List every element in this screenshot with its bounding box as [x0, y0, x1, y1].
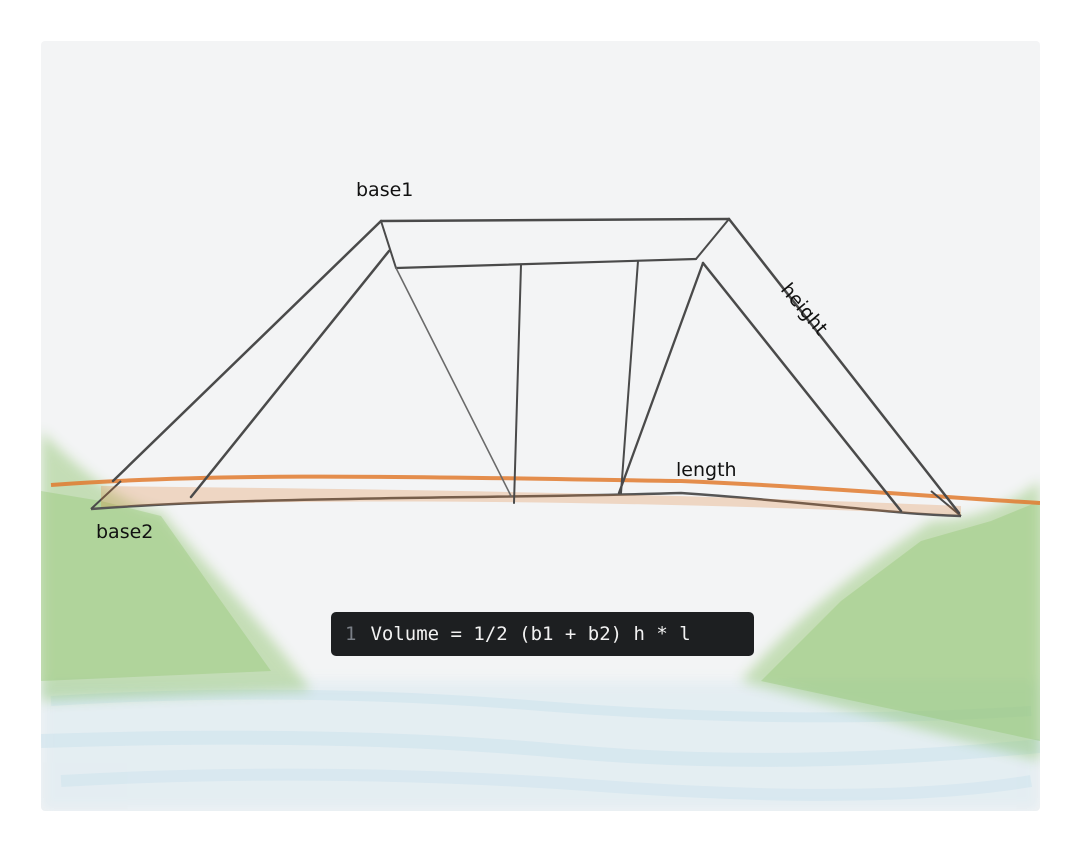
drawing-paper: base1 height length base2 1 Volume = 1/2…: [41, 41, 1040, 811]
base1-label: base1: [356, 179, 414, 201]
grass-right: [741, 481, 1040, 761]
bridge-truss: [111, 217, 961, 515]
base2-label: base2: [96, 521, 154, 543]
code-line: Volume = 1/2 (b1 + b2) h * l: [370, 623, 691, 645]
line-number: 1: [345, 623, 357, 645]
code-block: 1 Volume = 1/2 (b1 + b2) h * l: [331, 612, 754, 656]
length-label: length: [676, 459, 737, 481]
bridge-sketch: [41, 217, 1040, 811]
bridge-deck: [50, 474, 1040, 518]
grass-left: [41, 431, 311, 701]
